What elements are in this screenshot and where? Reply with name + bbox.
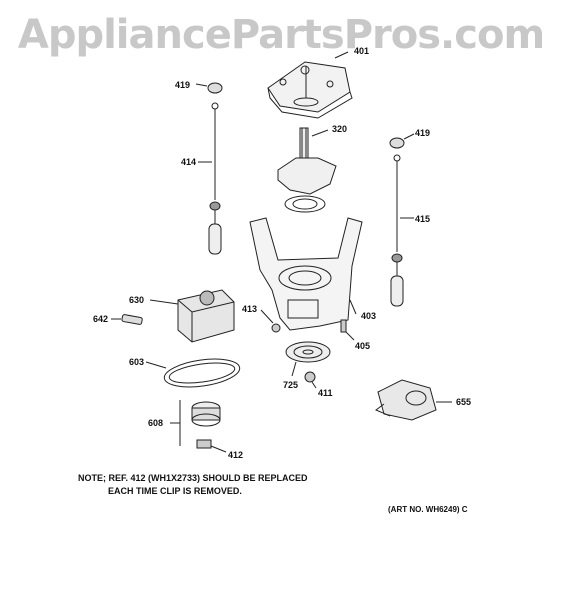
label-405: 405 <box>355 341 371 351</box>
label-415: 415 <box>415 214 431 224</box>
part-405-bolt-drawing <box>340 319 355 341</box>
label-655: 655 <box>456 397 472 407</box>
label-403: 403 <box>361 311 377 321</box>
watermark: AppliancePartsPros.com <box>17 12 545 58</box>
part-603-belt-drawing <box>145 358 241 388</box>
part-320-transmission-drawing <box>277 127 337 213</box>
part-419-left-drawing <box>195 82 223 94</box>
note-line-1: NOTE; REF. 412 (WH1X2733) SHOULD BE REPL… <box>78 473 308 483</box>
art-number: (ART NO. WH6249) C <box>388 505 468 514</box>
note-line-2: EACH TIME CLIP IS REMOVED. <box>108 486 242 496</box>
part-630-pump-drawing <box>149 289 235 343</box>
part-608-pulley-drawing <box>170 400 221 446</box>
part-419-right-drawing <box>389 133 415 149</box>
label-401: 401 <box>354 46 370 56</box>
part-415-rod-drawing <box>390 154 414 307</box>
label-725: 725 <box>283 380 299 390</box>
label-603: 603 <box>129 357 145 367</box>
label-320: 320 <box>332 124 348 134</box>
label-411: 411 <box>318 388 333 398</box>
part-655-motor-drawing <box>375 379 452 421</box>
part-414-rod-drawing <box>198 102 222 255</box>
part-403-frame-drawing <box>249 217 363 331</box>
part-411-nut-drawing <box>304 371 317 389</box>
label-412: 412 <box>228 450 244 460</box>
label-630: 630 <box>129 295 145 305</box>
label-419-left: 419 <box>175 80 191 90</box>
label-413: 413 <box>242 304 258 314</box>
part-725-pulley-drawing <box>285 341 331 377</box>
part-642-clip-drawing <box>111 314 143 325</box>
label-642: 642 <box>93 314 109 324</box>
label-419-right: 419 <box>415 128 431 138</box>
label-414: 414 <box>181 157 197 167</box>
part-413-nut-drawing <box>260 309 281 333</box>
label-608: 608 <box>148 418 164 428</box>
part-401-cover-drawing <box>267 51 353 119</box>
part-412-clip-drawing <box>196 439 227 453</box>
